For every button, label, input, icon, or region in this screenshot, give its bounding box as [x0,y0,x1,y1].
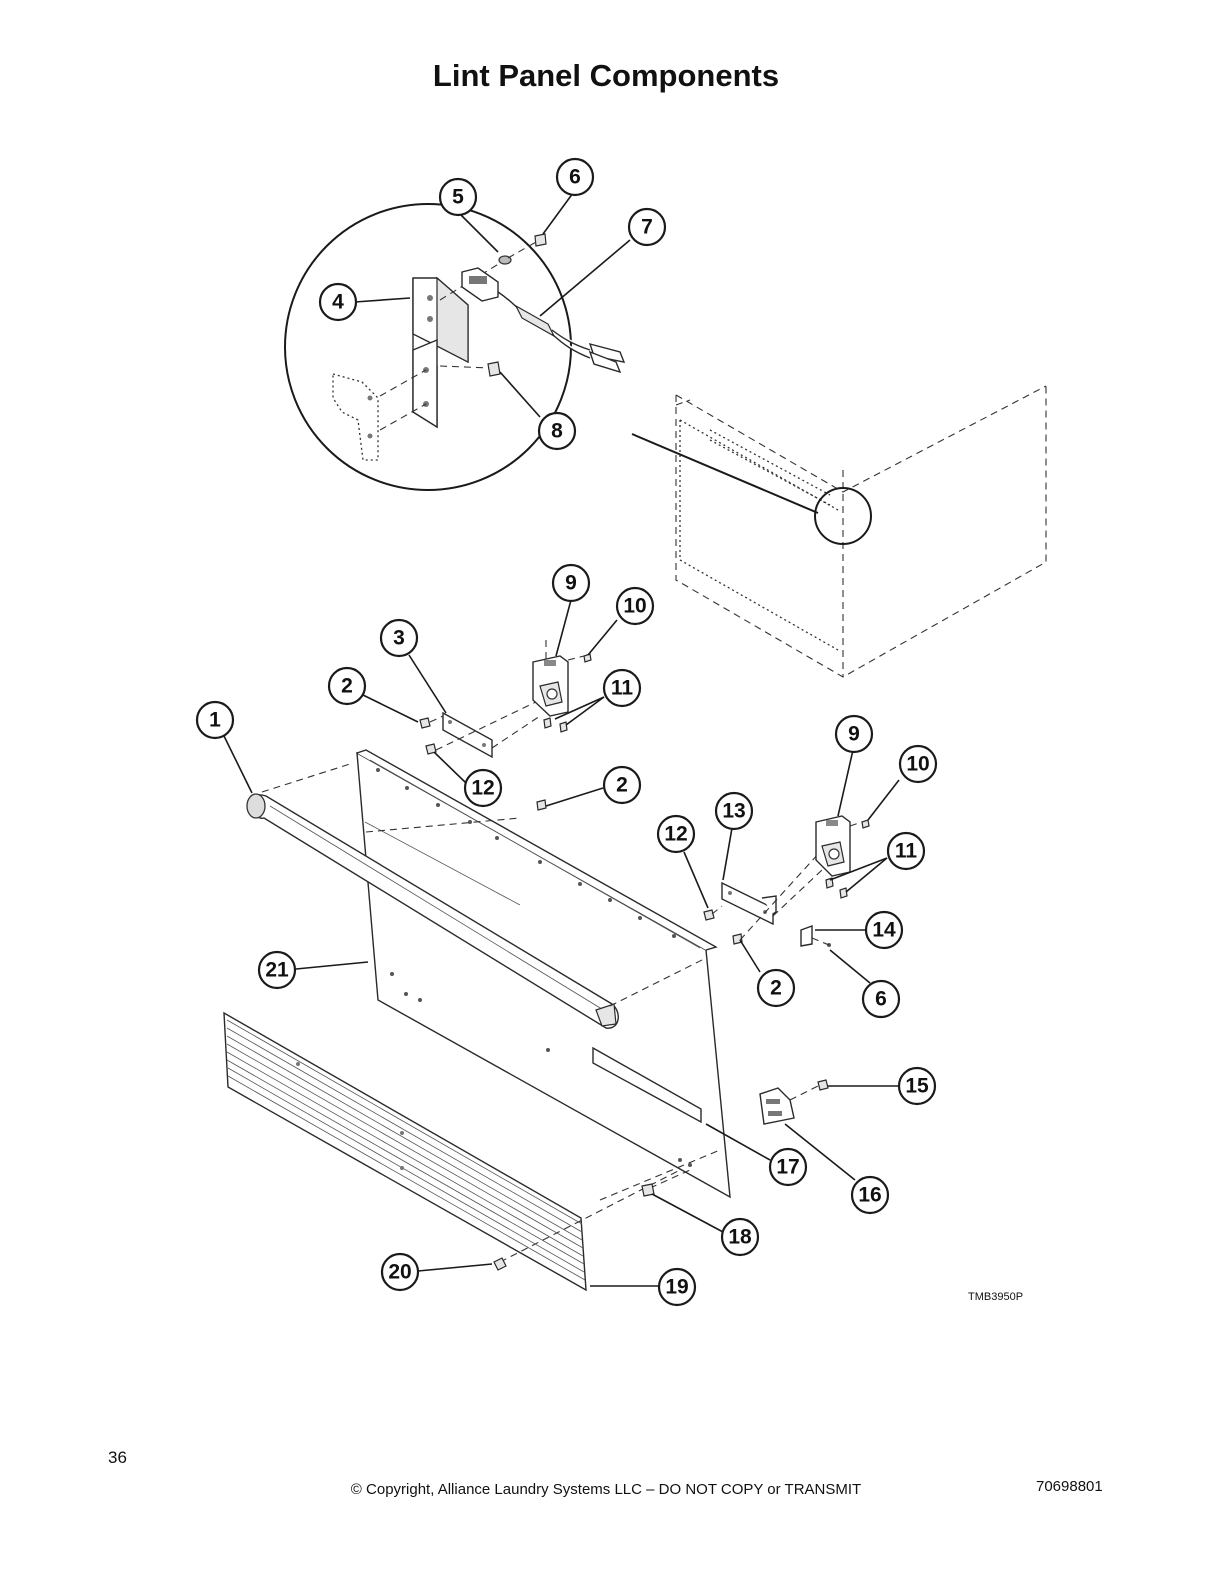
callout-1: 1 [195,700,235,740]
callout-12: 12 [463,768,503,808]
svg-text:12: 12 [471,777,494,800]
callout-16: 16 [850,1175,890,1215]
callout-4: 4 [318,282,358,322]
callout-11: 11 [602,668,642,708]
callout-10: 10 [898,744,938,784]
callout-18: 18 [720,1217,760,1257]
callout-15: 15 [897,1066,937,1106]
svg-text:12: 12 [664,823,687,846]
callout-11: 11 [886,831,926,871]
callout-8: 8 [537,411,577,451]
svg-text:8: 8 [551,420,563,443]
svg-text:2: 2 [770,977,782,1000]
callout-6: 6 [555,157,595,197]
svg-text:11: 11 [895,840,918,863]
svg-text:3: 3 [393,627,405,650]
svg-text:9: 9 [565,572,577,595]
svg-text:16: 16 [858,1184,881,1207]
svg-text:6: 6 [875,988,887,1011]
callout-19: 19 [657,1267,697,1307]
svg-text:10: 10 [623,595,646,618]
svg-text:9: 9 [848,723,860,746]
svg-text:17: 17 [776,1156,799,1179]
callout-9: 9 [834,714,874,754]
callout-10: 10 [615,586,655,626]
document-number: 70698801 [1036,1478,1103,1495]
svg-text:10: 10 [906,753,929,776]
dryer-cabinet-outline [675,385,1047,678]
page-title: Lint Panel Components [432,58,780,93]
callout-3: 3 [379,618,419,658]
svg-text:6: 6 [569,166,581,189]
callout-21: 21 [257,950,297,990]
svg-text:4: 4 [332,291,344,314]
svg-text:11: 11 [611,677,634,700]
callout-7: 7 [627,207,667,247]
svg-text:15: 15 [905,1075,929,1098]
svg-text:2: 2 [341,675,353,698]
callout-6: 6 [861,979,901,1019]
drawing-id: TMB3950P [968,1291,1024,1303]
callout-20: 20 [380,1252,420,1292]
callout-2: 2 [756,968,796,1008]
page-number: 36 [108,1448,127,1467]
lint-panel-assembly [223,640,870,1292]
detail-magnifier [284,203,872,545]
leader-lines [223,192,900,1287]
svg-text:20: 20 [388,1261,411,1284]
callout-9: 9 [551,563,591,603]
callout-2: 2 [602,765,642,805]
callout-17: 17 [768,1147,808,1187]
svg-text:5: 5 [452,186,464,209]
svg-text:19: 19 [665,1276,688,1299]
callout-2: 2 [327,666,367,706]
copyright-notice: © Copyright, Alliance Laundry Systems LL… [350,1481,862,1498]
switch-bracket-assembly [332,233,626,461]
callout-12: 12 [656,814,696,854]
svg-text:13: 13 [722,800,745,823]
svg-text:2: 2 [616,774,628,797]
svg-text:18: 18 [728,1226,752,1249]
svg-text:14: 14 [872,919,896,942]
svg-text:21: 21 [265,959,289,982]
callout-14: 14 [864,910,904,950]
svg-text:1: 1 [209,709,221,732]
svg-text:7: 7 [641,216,653,239]
callout-13: 13 [714,791,754,831]
callout-5: 5 [438,177,478,217]
